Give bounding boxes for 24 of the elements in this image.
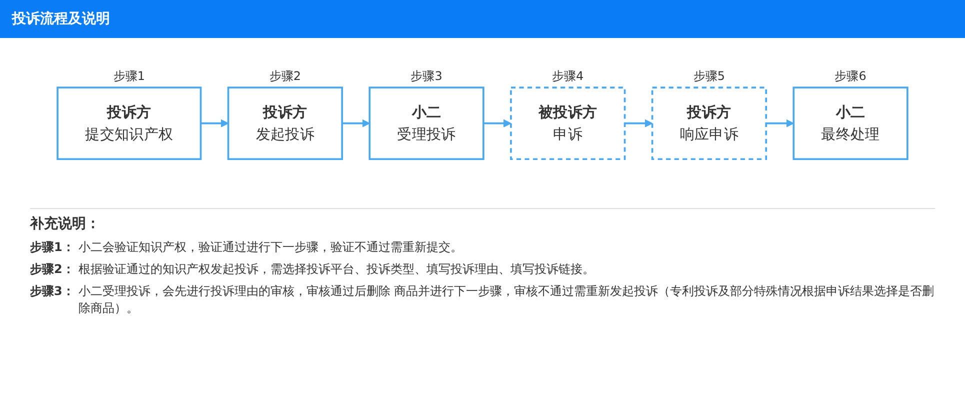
arrow	[483, 118, 512, 128]
section-heading: 补充说明：	[30, 215, 101, 233]
step-number: 步骤4	[552, 68, 584, 83]
step-description: 小二受理投诉，会先进行投诉理由的审核，审核通过后删除 商品并进行下一步骤，审核不通过需重新发起投诉（专利投诉及部分特殊情况根据申诉结果选择是否删除商品）。	[78, 283, 935, 317]
node-box: 投诉方 提交知识产权	[56, 86, 202, 160]
arrow	[200, 118, 229, 128]
step-description: 根据验证通过的知识产权发起投诉，需选择投诉平台、投诉类型、填写投诉理由、填写投诉链接。	[78, 261, 594, 278]
step-number: 步骤1	[113, 68, 145, 83]
step-label: 步骤3：	[30, 283, 74, 300]
step-description: 小二会验证知识产权，验证通过进行下一步骤，验证不通过需重新提交。	[78, 239, 462, 256]
step-label: 步骤2：	[30, 261, 74, 278]
step-number: 步骤6	[834, 68, 866, 83]
arrow	[624, 118, 653, 128]
node-box: 小二 受理投诉	[368, 86, 484, 160]
step-number: 步骤2	[269, 68, 301, 83]
node-box: 投诉方 发起投诉	[227, 86, 343, 160]
step-number: 步骤3	[410, 68, 442, 83]
node-box: 投诉方 响应申诉	[651, 86, 768, 160]
step-number: 步骤5	[693, 68, 725, 83]
arrow	[766, 118, 794, 128]
arrow	[342, 118, 370, 128]
title-bar: 投诉流程及说明	[0, 0, 965, 38]
step-label: 步骤1：	[30, 239, 74, 256]
node-box: 小二 最终处理	[792, 86, 908, 160]
